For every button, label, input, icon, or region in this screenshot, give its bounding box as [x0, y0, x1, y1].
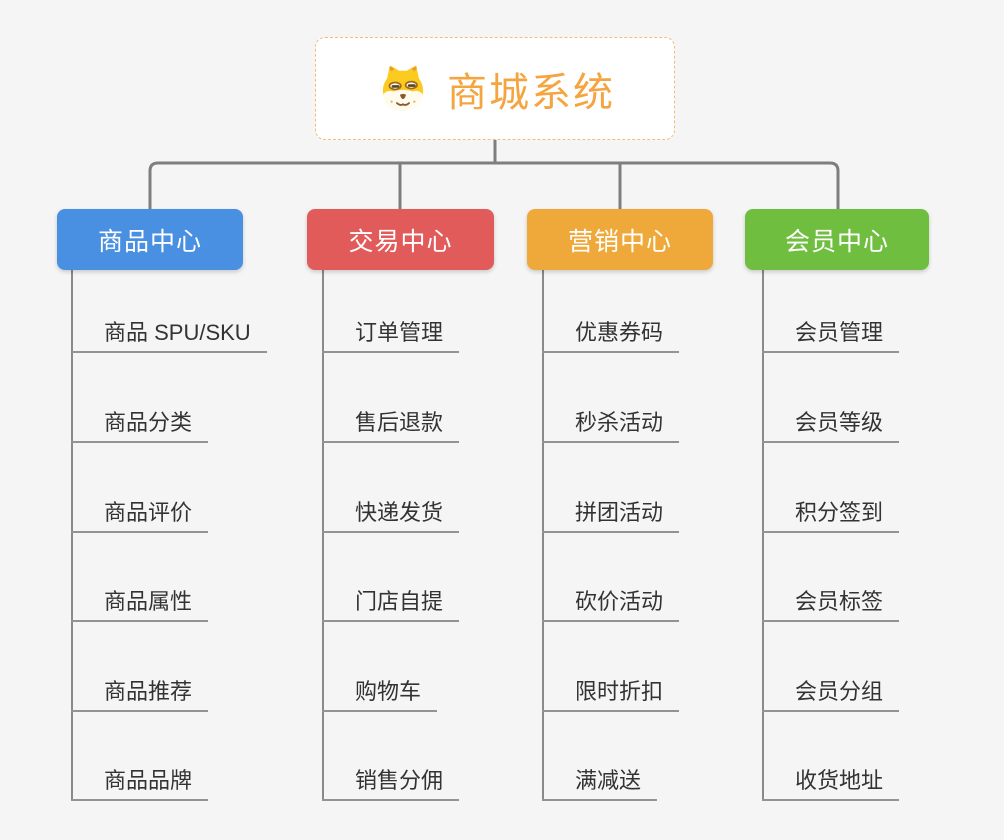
- leaf-topic[interactable]: 秒杀活动: [542, 401, 680, 443]
- leaf-topic[interactable]: 购物车: [322, 670, 438, 712]
- root-topic-label: 商城系统: [447, 70, 615, 115]
- leaf-topic[interactable]: 积分签到: [762, 491, 900, 533]
- leaf-topic[interactable]: 快递发货: [322, 491, 460, 533]
- leaf-topic[interactable]: 会员标签: [762, 580, 900, 622]
- leaf-topic[interactable]: 限时折扣: [542, 670, 680, 712]
- leaf-topic[interactable]: 销售分佣: [322, 759, 460, 801]
- branch-label: 商品中心: [97, 227, 202, 256]
- leaf-topic[interactable]: 会员管理: [762, 311, 900, 353]
- leaf-topic[interactable]: 售后退款: [322, 401, 460, 443]
- branch-label: 会员中心: [784, 227, 889, 256]
- root-topic[interactable]: 商城系统: [315, 37, 675, 140]
- leaf-topic[interactable]: 收货地址: [762, 759, 900, 801]
- leaf-topic[interactable]: 商品品牌: [71, 759, 209, 801]
- leaf-topic[interactable]: 会员等级: [762, 401, 900, 443]
- leaf-topic[interactable]: 优惠券码: [542, 311, 680, 353]
- leaf-topic[interactable]: 商品属性: [71, 580, 209, 622]
- leaf-topic[interactable]: 拼团活动: [542, 491, 680, 533]
- branch-trade-center[interactable]: 交易中心: [307, 209, 494, 270]
- branch-marketing-center[interactable]: 营销中心: [527, 209, 713, 270]
- doge-mascot-icon: [382, 64, 424, 111]
- leaf-topic[interactable]: 商品推荐: [71, 670, 209, 712]
- branch-label: 交易中心: [348, 227, 453, 256]
- branch-product-center[interactable]: 商品中心: [57, 209, 243, 270]
- leaf-topic[interactable]: 商品 SPU/SKU: [71, 311, 267, 353]
- leaf-topic[interactable]: 门店自提: [322, 580, 460, 622]
- leaf-topic[interactable]: 商品分类: [71, 401, 209, 443]
- branch-member-center[interactable]: 会员中心: [745, 209, 929, 270]
- leaf-topic[interactable]: 满减送: [542, 759, 658, 801]
- branch-label: 营销中心: [567, 227, 672, 256]
- leaf-topic[interactable]: 砍价活动: [542, 580, 680, 622]
- leaf-topic[interactable]: 商品评价: [71, 491, 209, 533]
- leaf-topic[interactable]: 会员分组: [762, 670, 900, 712]
- leaf-topic[interactable]: 订单管理: [322, 311, 460, 353]
